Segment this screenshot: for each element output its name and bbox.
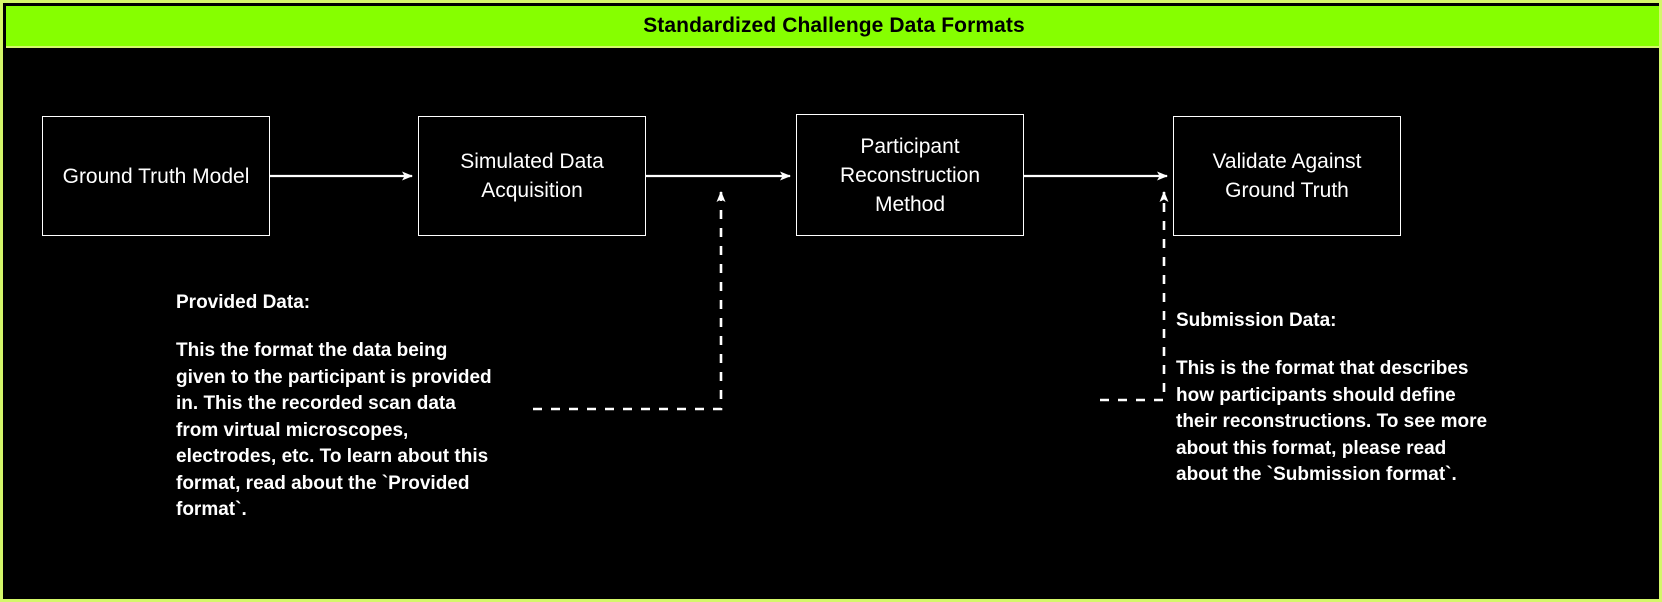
annotation-submission-data: Submission Data: This is the format that… <box>1176 308 1536 489</box>
annotation-submission-body: This is the format that describes how pa… <box>1176 358 1488 485</box>
annotation-provided-body: This the format the data being given to … <box>176 340 492 520</box>
edge-submission-data-dashed <box>1100 191 1169 402</box>
node-ground-truth-model[interactable]: Ground Truth Model <box>42 116 270 236</box>
diagram-canvas: Ground Truth Model Simulated Data Acquis… <box>3 50 1659 599</box>
annotation-provided-heading: Provided Data: <box>176 292 311 313</box>
title-bar: Standardized Challenge Data Formats <box>6 6 1659 48</box>
annotation-provided-data: Provided Data: This the format the data … <box>176 290 536 524</box>
page-title: Standardized Challenge Data Formats <box>643 14 1025 37</box>
annotation-submission-heading: Submission Data: <box>1176 310 1337 331</box>
node-simulated-data-acquisition[interactable]: Simulated Data Acquisition <box>418 116 646 236</box>
node-validate-against-ground-truth[interactable]: Validate Against Ground Truth <box>1173 116 1401 236</box>
node-participant-reconstruction-method[interactable]: Participant Reconstruction Method <box>796 114 1024 236</box>
